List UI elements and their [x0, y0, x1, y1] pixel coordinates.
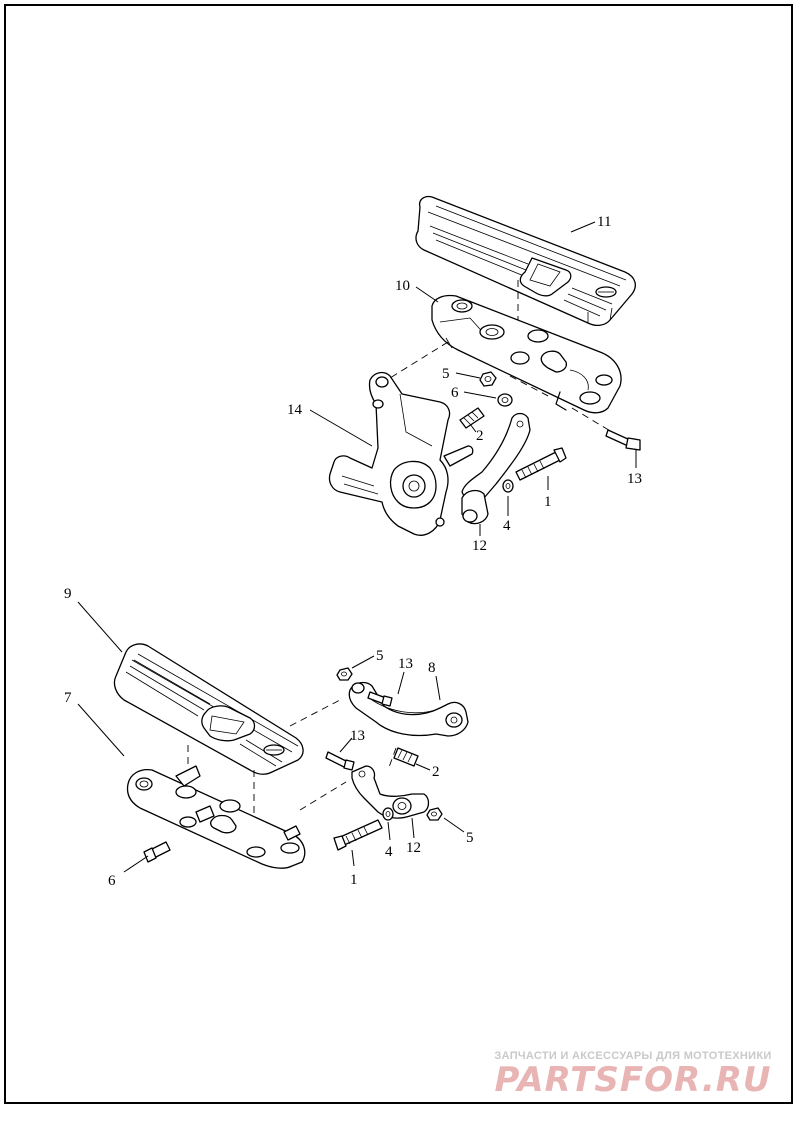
upper-alignment-line-4 [571, 407, 613, 433]
lower-bolt-1[interactable] [333, 819, 383, 851]
upper-washer-6[interactable] [497, 393, 513, 407]
callout-lower-5b: 5 [466, 830, 474, 846]
callout-lower-1: 1 [350, 872, 358, 888]
callout-lower-5a: 5 [376, 648, 384, 664]
upper-alignment-line-2 [389, 341, 449, 379]
upper-alignment-line-3 [509, 375, 553, 399]
watermark-logo: PARTSFOR.RU [494, 1060, 772, 1100]
callout-upper-5: 5 [442, 366, 450, 382]
upper-lever[interactable] [461, 412, 531, 525]
callout-lower-13b: 13 [350, 728, 365, 744]
lower-assembly: 9 7 6 5 13 8 13 2 5 12 4 1 [64, 586, 474, 889]
lower-alignment-line-5 [387, 747, 397, 771]
watermark: ЗАПЧАСТИ И АКСЕССУАРЫ ДЛЯ МОТОТЕХНИКИ PA… [488, 1050, 778, 1098]
callout-lower-13a: 13 [398, 656, 413, 672]
lower-alignment-line-1 [289, 699, 341, 727]
drawing-frame [4, 4, 793, 1104]
lower-bolt-2[interactable] [393, 747, 419, 767]
lower-alignment-line-4 [299, 781, 347, 811]
lower-lever-12[interactable] [351, 765, 430, 819]
upper-bolt-1[interactable] [515, 447, 567, 481]
callout-lower-12: 12 [406, 840, 421, 856]
leader-upper-10 [415, 286, 439, 303]
lower-footboard-pad[interactable] [113, 643, 304, 775]
leader-lower-8 [435, 675, 441, 701]
upper-assembly: 11 10 5 6 14 2 13 1 4 12 [287, 195, 642, 554]
callout-lower-8: 8 [428, 660, 436, 676]
lower-bolt-13a[interactable] [367, 691, 393, 707]
callout-upper-13: 13 [627, 471, 642, 487]
leader-lower-2 [415, 763, 431, 771]
callout-upper-2: 2 [476, 428, 484, 444]
leader-lower-6 [123, 855, 149, 873]
leader-upper-11 [570, 221, 596, 233]
leader-lower-12 [411, 817, 415, 839]
callout-upper-12: 12 [472, 538, 487, 554]
callout-upper-1: 1 [544, 494, 552, 510]
leader-lower-1 [351, 849, 355, 867]
callout-lower-6: 6 [108, 873, 116, 889]
callout-lower-2: 2 [432, 764, 440, 780]
callout-upper-14: 14 [287, 402, 303, 418]
callout-lower-4: 4 [385, 844, 393, 860]
upper-mounting-bracket[interactable] [328, 371, 474, 536]
watermark-tagline: ЗАПЧАСТИ И АКСЕССУАРЫ ДЛЯ МОТОТЕХНИКИ [494, 1050, 772, 1062]
leader-lower-13b [339, 737, 353, 753]
leader-upper-14 [309, 409, 373, 447]
upper-bolt-2[interactable] [459, 407, 485, 429]
callout-upper-6: 6 [451, 385, 459, 401]
callout-lower-7: 7 [64, 690, 72, 706]
lower-nut-5b[interactable] [426, 807, 443, 821]
lower-bolt-13b[interactable] [325, 751, 355, 771]
leader-lower-5a [351, 655, 375, 669]
leader-upper-5 [455, 372, 481, 379]
callout-upper-11: 11 [597, 214, 611, 230]
upper-washer-4[interactable] [502, 479, 514, 493]
callout-upper-4: 4 [503, 518, 511, 534]
upper-bolt-13[interactable] [605, 429, 641, 451]
callout-upper-10: 10 [395, 278, 410, 294]
lower-stud-6[interactable] [143, 841, 171, 863]
lower-footboard-base[interactable] [126, 765, 306, 869]
leader-upper-2 [469, 423, 477, 433]
lower-washer-4[interactable] [382, 807, 394, 821]
upper-footboard-pad[interactable] [415, 195, 636, 327]
leader-lower-5b [443, 817, 465, 833]
lower-nut-5a[interactable] [336, 667, 353, 681]
leader-upper-6 [463, 391, 497, 399]
upper-nut-5[interactable] [479, 371, 497, 387]
leader-lower-4 [387, 821, 391, 841]
callout-lower-9: 9 [64, 586, 72, 602]
leader-lower-7 [77, 703, 125, 757]
leader-lower-13a [397, 671, 405, 695]
upper-footboard-base[interactable] [431, 294, 622, 414]
lower-arm-8[interactable] [348, 681, 469, 737]
leader-lower-9 [77, 601, 123, 653]
